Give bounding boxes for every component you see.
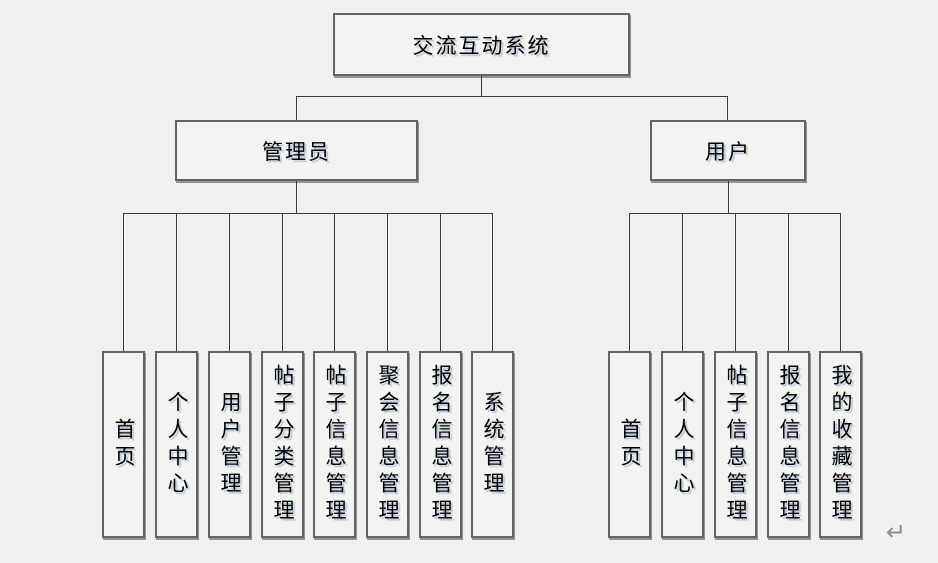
node-user-my-favorites-management-label: 我的收藏管理 [829,363,852,526]
node-admin-gathering-info-management: 聚会信息管理 [366,351,409,538]
node-user-registration-info-management: 报名信息管理 [767,351,810,538]
node-user-personal-center: 个人中心 [661,351,704,538]
connector-line [728,181,729,213]
connector-line [629,213,841,214]
node-user-label: 用户 [705,140,751,164]
carriage-return-mark: ↵ [886,519,907,546]
node-admin-label: 管理员 [262,140,331,164]
connector-line [176,214,177,351]
node-admin-post-info-management-label: 帖子信息管理 [323,363,346,526]
node-user-post-info-management: 帖子信息管理 [714,351,757,538]
node-user-my-favorites-management: 我的收藏管理 [819,351,862,538]
node-admin-post-category-management: 帖子分类管理 [261,351,304,538]
connector-line [788,214,789,351]
node-admin-personal-center: 个人中心 [155,351,198,538]
node-admin: 管理员 [175,120,418,181]
connector-line [282,214,283,351]
node-admin-registration-info-management-label: 报名信息管理 [429,363,452,526]
connector-line [296,96,728,97]
node-admin-home-label: 首页 [112,417,135,472]
node-admin-home: 首页 [102,351,145,538]
connector-line [296,181,297,213]
node-user: 用户 [650,120,806,181]
node-admin-user-management: 用户管理 [208,351,251,538]
node-root-label: 交流互动系统 [412,34,551,58]
node-admin-gathering-info-management-label: 聚会信息管理 [376,363,399,526]
connector-line [727,97,728,120]
node-admin-post-info-management: 帖子信息管理 [313,351,356,538]
node-user-home-label: 首页 [618,417,641,472]
node-admin-system-management: 系统管理 [471,351,514,538]
node-admin-user-management-label: 用户管理 [218,390,241,499]
node-user-personal-center-label: 个人中心 [671,390,694,499]
node-user-home: 首页 [608,351,651,538]
connector-line [492,214,493,351]
connector-line [387,214,388,351]
connector-line [123,213,493,214]
connector-line [840,214,841,351]
connector-line [481,76,482,97]
connector-line [229,214,230,351]
node-user-registration-info-management-label: 报名信息管理 [777,363,800,526]
connector-line [735,214,736,351]
connector-line [334,214,335,351]
connector-line [123,214,124,351]
node-admin-post-category-management-label: 帖子分类管理 [271,363,294,526]
node-admin-system-management-label: 系统管理 [481,390,504,499]
connector-line [296,97,297,120]
node-admin-registration-info-management: 报名信息管理 [419,351,462,538]
connector-line [440,214,441,351]
node-root-system: 交流互动系统 [333,13,630,76]
connector-line [682,214,683,351]
connector-line [629,214,630,351]
node-admin-personal-center-label: 个人中心 [165,390,188,499]
node-user-post-info-management-label: 帖子信息管理 [724,363,747,526]
